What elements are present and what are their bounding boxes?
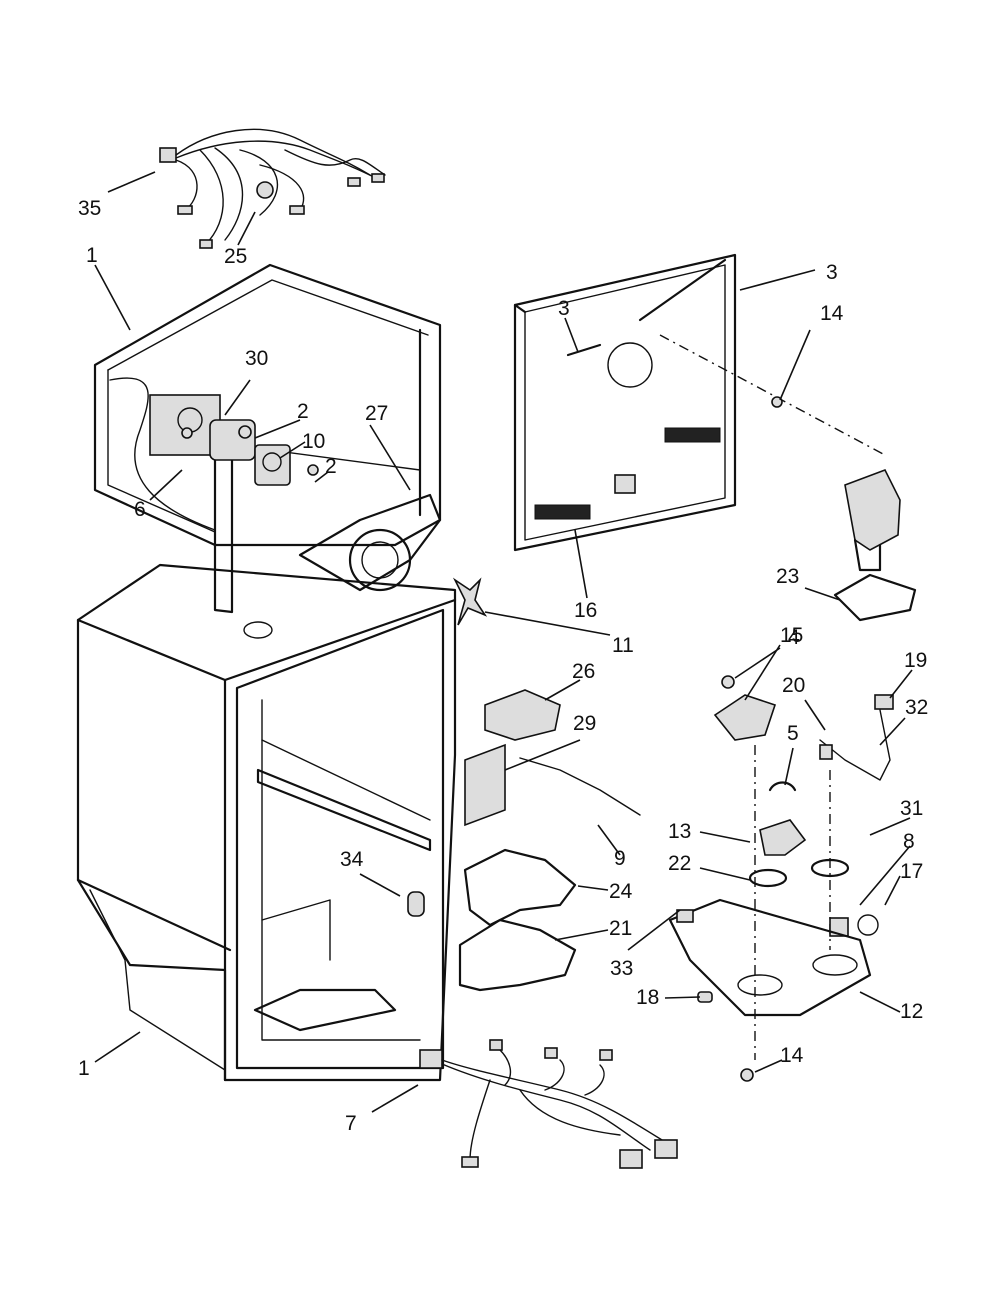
- cover-plate: [464, 743, 506, 827]
- callout-2-b: 2: [325, 455, 337, 478]
- screw-2a: [238, 425, 252, 439]
- callout-35: 35: [78, 197, 101, 220]
- fresh-food-liner: [76, 563, 457, 1082]
- lens-22: [748, 868, 788, 888]
- screw-14b: [740, 1068, 754, 1082]
- callout-1-upper: 1: [86, 244, 98, 267]
- callout-33: 33: [610, 957, 633, 980]
- callout-24: 24: [609, 880, 633, 903]
- callout-13: 13: [668, 820, 691, 843]
- door-switch-assembly: [819, 694, 894, 781]
- air-duct-upper: [463, 848, 577, 927]
- callout-4: 4: [788, 626, 800, 649]
- callout-31: 31: [900, 797, 923, 820]
- bulb-socket: [407, 891, 425, 917]
- wire-harness-lower: [419, 1039, 678, 1169]
- callout-15: 15: [780, 624, 803, 647]
- callout-29: 29: [573, 712, 596, 735]
- callout-5: 5: [787, 722, 799, 745]
- callout-14-lower: 14: [780, 1044, 804, 1067]
- light-bulb: [829, 914, 879, 937]
- thermal-fuse: [697, 991, 713, 1003]
- wire-9: [519, 757, 641, 816]
- callout-1-lower: 1: [78, 1057, 90, 1080]
- light-switch: [484, 689, 561, 741]
- light-bracket: [713, 675, 777, 741]
- callout-23: 23: [776, 565, 799, 588]
- air-duct-lower: [458, 918, 577, 992]
- callout-34: 34: [340, 848, 364, 871]
- callout-21: 21: [609, 917, 632, 940]
- callout-10: 10: [302, 430, 325, 453]
- fan-blade: [452, 577, 488, 626]
- callout-3-right: 3: [826, 261, 838, 284]
- callout-8: 8: [903, 830, 915, 853]
- freezer-liner: [93, 263, 442, 614]
- screw-6: [181, 427, 193, 439]
- callout-9: 9: [614, 847, 626, 870]
- callout-22: 22: [668, 852, 691, 875]
- callout-3-left: 3: [558, 297, 570, 320]
- callout-27: 27: [365, 402, 388, 425]
- wire-harness-upper: [159, 128, 386, 249]
- leader-lines: [94, 171, 913, 1113]
- damper-control: [254, 444, 291, 486]
- callout-11: 11: [612, 634, 634, 657]
- callout-32: 32: [905, 696, 928, 719]
- light-housing: [668, 898, 872, 1017]
- callout-25: 25: [224, 245, 247, 268]
- callout-17: 17: [900, 860, 923, 883]
- callout-7: 7: [345, 1112, 357, 1135]
- callout-6: 6: [134, 498, 146, 521]
- clip-5: [768, 781, 797, 792]
- callout-labels: 35 25 1 30 2 27 10 2 6 3 3 14 16 23 11 1…: [78, 197, 928, 1135]
- control-housing: [833, 468, 917, 622]
- rear-access-panel: [513, 253, 737, 552]
- lamp-socket: [759, 819, 807, 856]
- screw-2b: [307, 464, 319, 476]
- callout-18: 18: [636, 986, 659, 1009]
- callout-19: 19: [904, 649, 927, 672]
- callout-30: 30: [245, 347, 268, 370]
- callout-16: 16: [574, 599, 597, 622]
- callout-2-a: 2: [297, 400, 309, 423]
- callout-14-upper: 14: [820, 302, 844, 325]
- callout-12: 12: [900, 1000, 923, 1023]
- callout-26: 26: [572, 660, 595, 683]
- evaporator-fan-shroud: [298, 493, 442, 592]
- callout-20: 20: [782, 674, 805, 697]
